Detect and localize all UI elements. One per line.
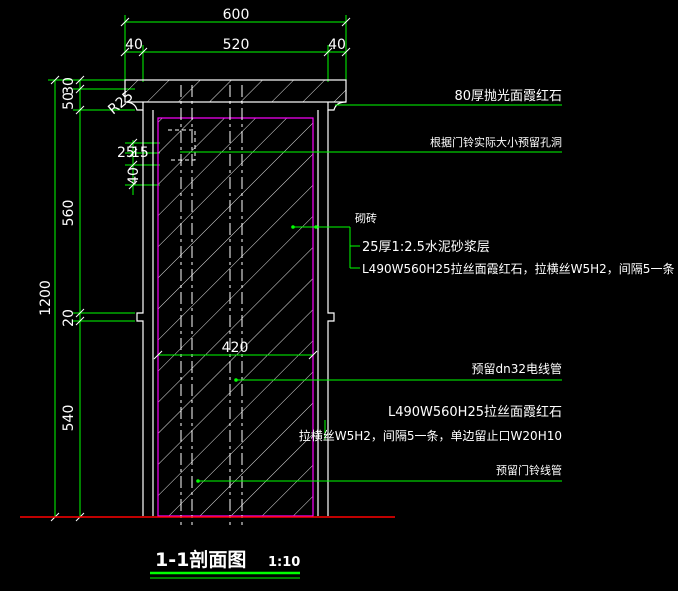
label-cladding-2-detail: 拉横丝W5H2，间隔5一条，单边留止口W20H10	[299, 428, 562, 443]
leader-lines	[180, 104, 562, 482]
label-cap-stone: 80厚抛光面霞红石	[454, 88, 562, 104]
dim-560: 560	[61, 200, 77, 227]
drawing-scale: 1:10	[268, 555, 300, 570]
dim-40-vertical: 40	[126, 167, 142, 185]
dim-1200: 1200	[38, 280, 54, 316]
dim-540: 540	[61, 405, 77, 432]
dim-600: 600	[223, 7, 250, 23]
label-brick: 砌砖	[355, 211, 377, 225]
pillar-body	[136, 85, 335, 525]
label-reserved-hole: 根据门铃实际大小预留孔洞	[430, 135, 562, 149]
label-conduit: 预留dn32电线管	[472, 361, 563, 376]
dim-50: 50	[61, 92, 77, 110]
dim-420: 420	[222, 340, 249, 356]
dim-520: 520	[223, 37, 250, 53]
dim-40-left: 40	[125, 37, 143, 53]
top-dimensions	[120, 15, 351, 82]
dim-15: 15	[131, 145, 149, 161]
label-doorbell-conduit: 预留门铃线管	[496, 463, 562, 477]
dim-25: 25	[117, 145, 135, 161]
inner-width-dimension	[153, 350, 318, 360]
dim-40-right: 40	[328, 37, 346, 53]
dim-30: 30	[61, 77, 77, 95]
leader-dots	[196, 225, 318, 483]
label-mortar: 25厚1:2.5水泥砂浆层	[362, 240, 490, 255]
label-cladding-1: L490W560H25拉丝面霞红石，拉横丝W5H2，间隔5一条	[362, 261, 674, 276]
dim-20: 20	[61, 309, 77, 327]
cap-stone	[124, 79, 347, 111]
label-cladding-2: L490W560H25拉丝面霞红石	[388, 404, 562, 420]
drawing-title: 1-1剖面图	[155, 548, 246, 571]
